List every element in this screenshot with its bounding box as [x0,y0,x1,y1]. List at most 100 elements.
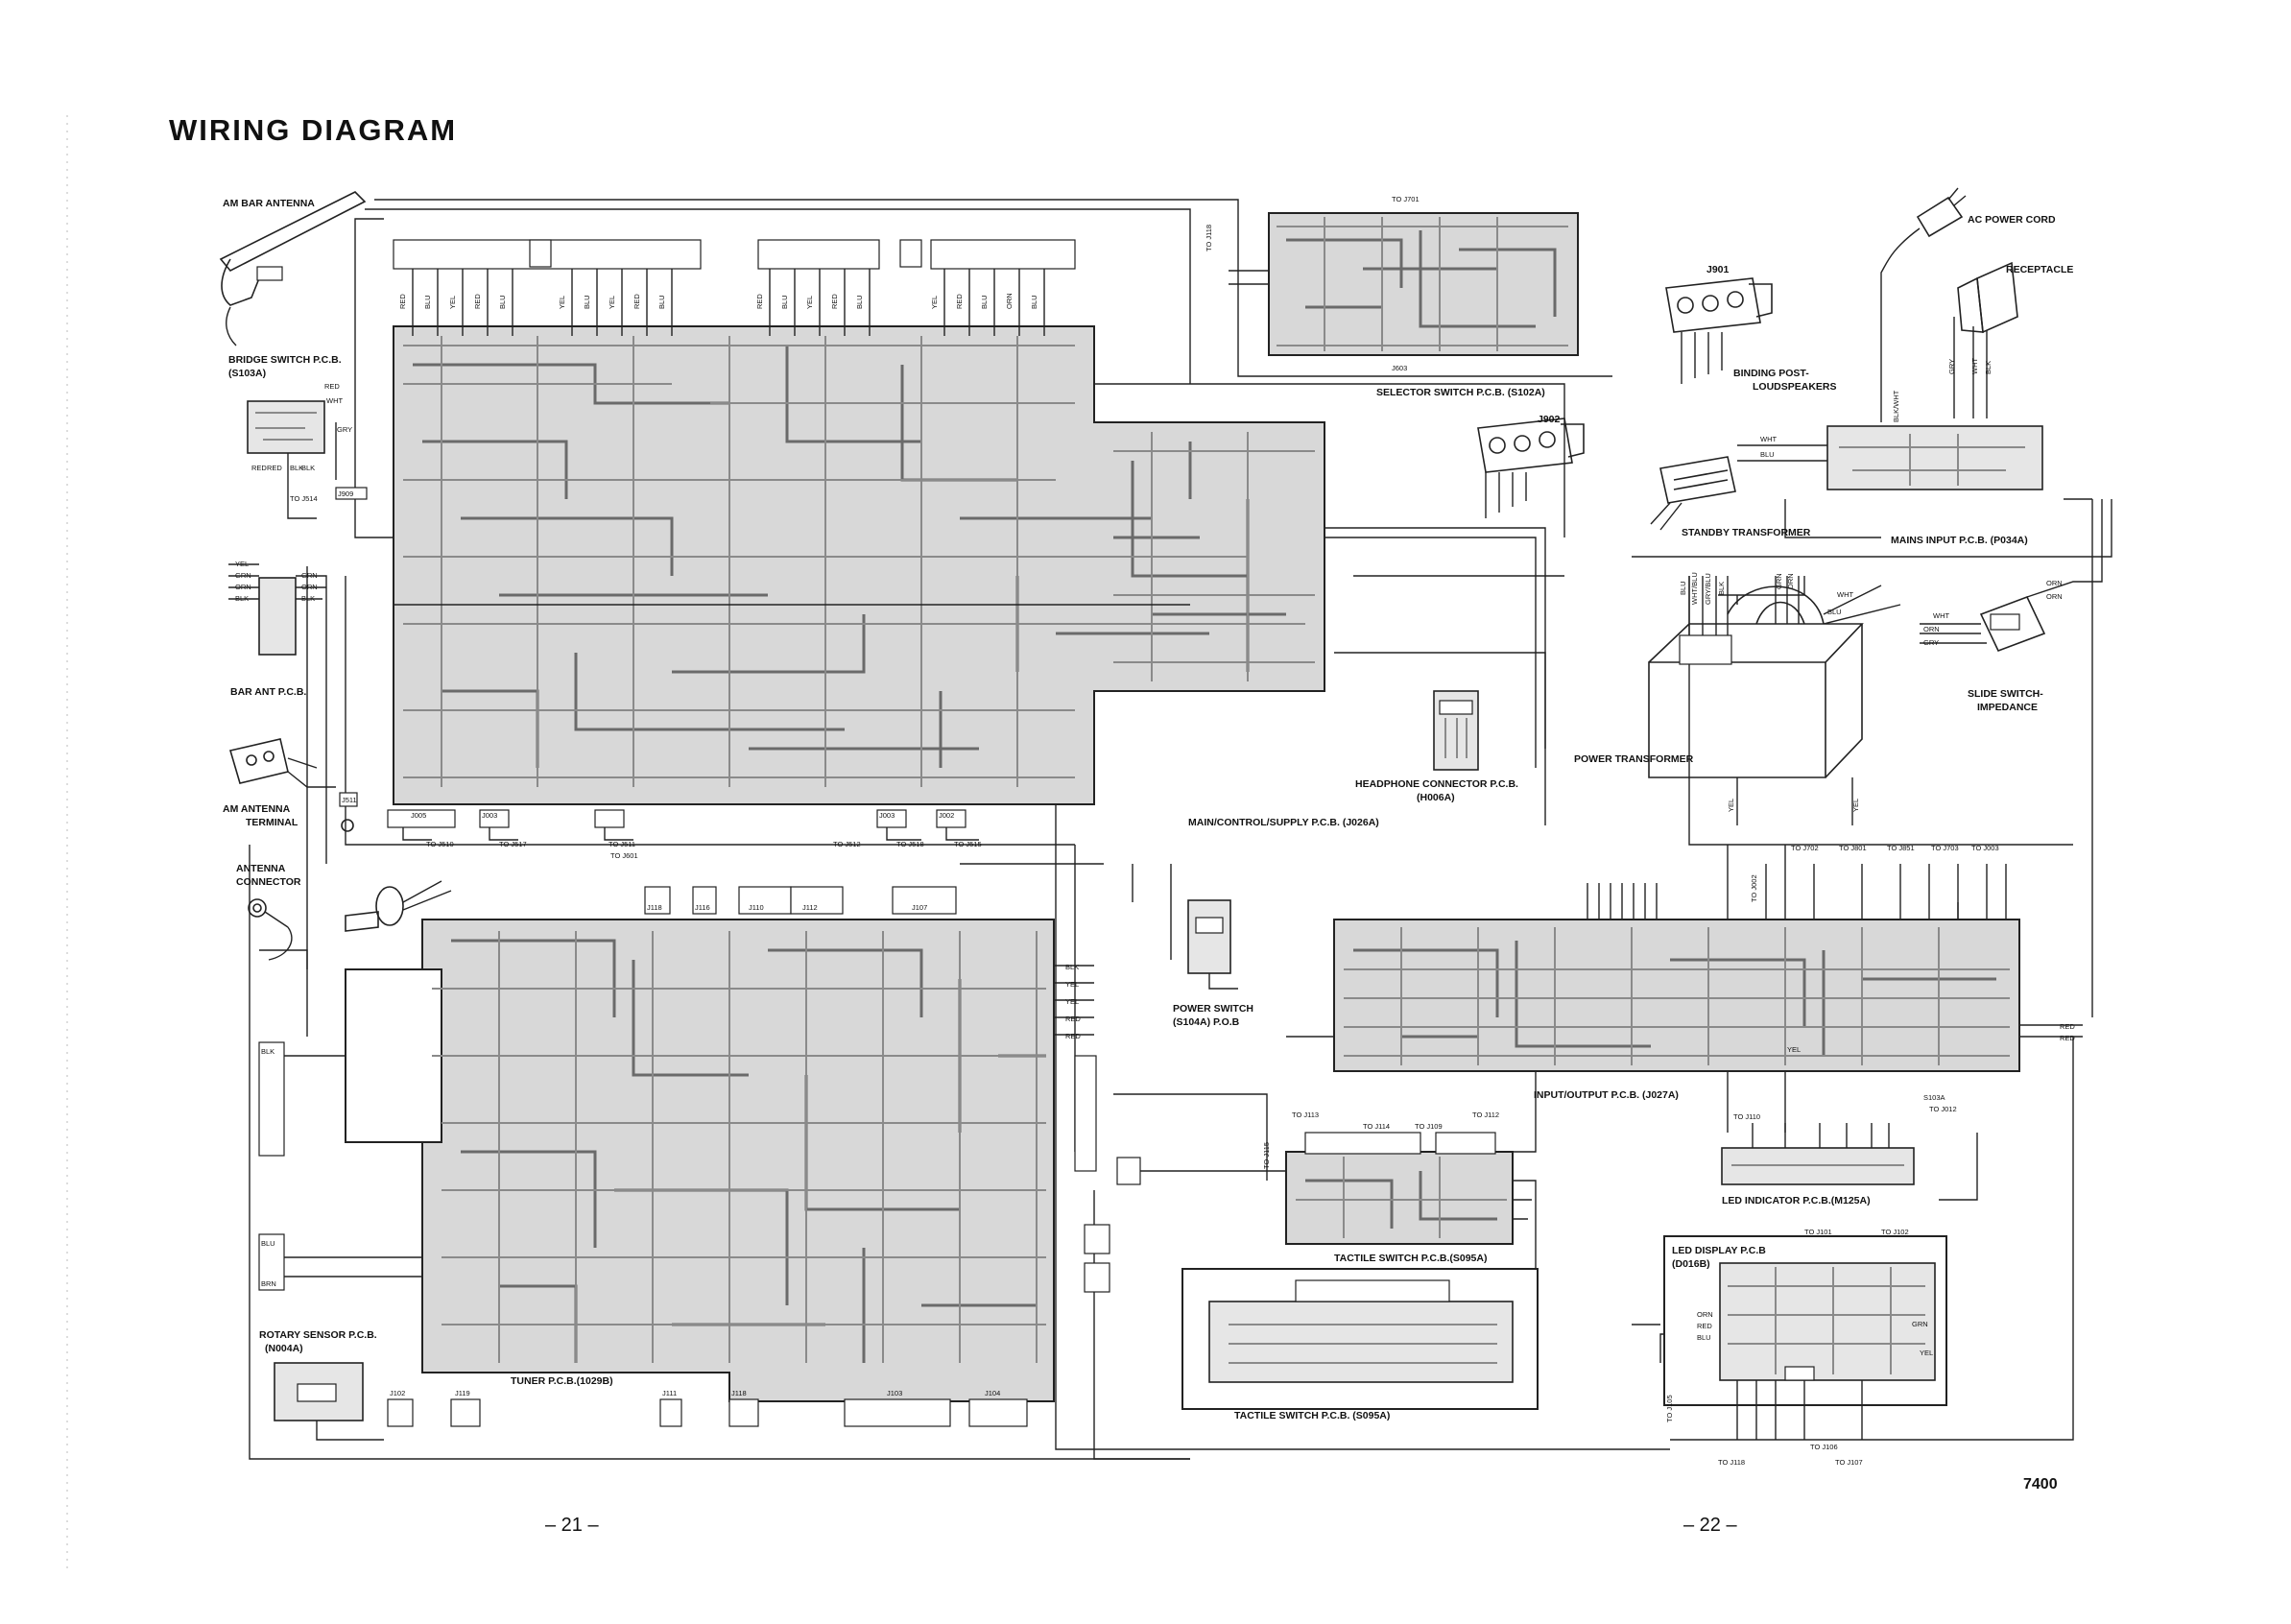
tactile-ref: TO J109 [1415,1122,1443,1131]
wire-label: RED [473,294,482,309]
led-display-ref: TO J106 [1810,1443,1838,1451]
tuner-right-wire-labels: BLK YEL YEL RED RED [1065,963,1081,1040]
tuner-conn: J104 [985,1389,1000,1397]
left-page-number: – 21 – [545,1515,599,1536]
wire-label: BRN [261,1279,276,1288]
mains-input-pcb: WHT BLU BLK/WHT GRY WHT BLK MAINS INPUT … [1737,358,2043,546]
selector-conn: J603 [1392,364,1407,372]
antenna-connector-label: ANTENNA [236,863,286,874]
wire-label: YEL [1065,980,1079,989]
wire-label: RED [324,382,340,391]
tuner-conn: J118 [731,1389,747,1397]
selector-switch-pcb: TO J701 TO J118 J603 SELECTOR SWITCH P.C… [1205,195,1579,398]
antenna-connector: ANTENNA CONNECTOR [236,863,452,961]
wire-label: RED [2060,1022,2075,1031]
main-top-left-wire-labels: RED BLU YEL RED BLU YEL BLU YEL RED BLU [398,294,666,309]
wire-label: BLU [780,295,789,309]
wire-label: WHT [326,396,343,405]
main-top-right-wire-labels: RED BLU YEL RED BLU YEL RED BLU ORN BLU [755,293,1038,309]
wire-label: BLK/WHT [1892,390,1900,422]
main-ref: TO J512 [833,840,861,848]
led-indicator-label: LED INDICATOR P.C.B.(M125A) [1722,1195,1871,1206]
wire-label: YEL [1727,799,1735,812]
right-page-number: – 22 – [1683,1515,1737,1536]
tuner-conn: J116 [695,903,710,912]
wire-label: BLU [855,295,864,309]
binding-post-j901: J901 BINDING POST- LOUDSPEAKERS [1665,264,1837,393]
ac-power-cord-label: AC POWER CORD [1968,214,2056,226]
wire-label: RED [1065,1032,1081,1040]
tuner-conn: J103 [887,1389,902,1397]
ac-power-cord: AC POWER CORD [1880,187,2056,422]
wire-label: ORN [1005,293,1014,309]
tuner-conn: J107 [912,903,927,912]
wire-label: GRY/BLU [1704,573,1712,605]
power-switch-label: POWER SWITCH [1173,1003,1253,1015]
led-display-ref: TO J101 [1804,1228,1832,1236]
wire-label: YEL [805,296,814,309]
io-ref: TO J003 [1971,844,1999,852]
io-ref: TO J703 [1931,844,1959,852]
wire-label: BLU [1760,450,1775,459]
main-ref: TO J510 [426,840,454,848]
wire-label: YEL [558,296,566,309]
bridge-wire-labels: RED WHT GRY RED RED BLK BLK [251,382,352,472]
wire-label: WHT [1970,358,1979,374]
selector-ref: TO J118 [1205,225,1213,251]
io-ref: TO J702 [1791,844,1819,852]
input-output-pcb: TO J702 TO J801 TO J851 TO J703 TO J003 … [1333,844,2083,1101]
antenna-connector-sub: CONNECTOR [236,876,301,888]
wire-label: BLU [261,1239,275,1248]
headphone-label: HEADPHONE CONNECTOR P.C.B. [1355,778,1518,790]
rotary-sensor-label: ROTARY SENSOR P.C.B. [259,1329,377,1341]
wire-label: YEL [1065,997,1079,1006]
wire-label: ORN [1786,573,1795,589]
wire-label: BLU [1030,295,1038,309]
power-switch-code: (S104A) P.O.B [1173,1016,1240,1028]
bridge-switch-code: (S103A) [228,368,266,379]
j902-label: J902 [1538,414,1561,425]
bar-ant-pcb: YEL GRN ORN BLK GRN ORN BLK BAR ANT P.C.… [228,560,327,864]
wire-label: GRN [1775,573,1783,589]
binding-post-label: BINDING POST- [1733,368,1809,379]
wire-label: RED [755,294,764,309]
mains-input-label: MAINS INPUT P.C.B. (P034A) [1891,535,2028,546]
led-display-ref: TO J118 [1718,1458,1745,1467]
s103-ref: S103A [1923,1093,1945,1102]
slide-switch-impedance: WHT ORN GRY ORN ORN SLIDE SWITCH- IMPEDA… [1920,499,2103,713]
wire-label: BLK [1984,361,1993,374]
rotary-sensor-pcb: ROTARY SENSOR P.C.B. (N004A) [259,1329,384,1441]
standby-transformer-label: STANDBY TRANSFORMER [1682,527,1811,538]
wire-label: ORN [1923,625,1940,633]
wire-label: YEL [1787,1045,1801,1054]
wire-label: BLK [261,1047,274,1056]
led-display-label: LED DISPLAY P.C.B [1672,1245,1766,1256]
wire-label: RED [830,294,839,309]
led-display-ref: TO J102 [1881,1228,1909,1236]
wire-label: YEL [448,296,457,309]
wire-label: YEL [930,296,939,309]
am-conn: J511 [342,796,357,804]
wire-label: ORN [2046,592,2063,601]
tactile-switch-pcb-upper: TO J113 TO J114 TO J109 TO J112 TO J115 … [1262,1111,1537,1344]
tuner-conn: J119 [455,1389,470,1397]
document-number: 7400 [2023,1476,2058,1493]
headphone-connector-pcb: HEADPHONE CONNECTOR P.C.B. (H006A) [1355,690,1518,803]
wire-label: BLU [498,295,507,309]
standby-transformer: STANDBY TRANSFORMER [1650,456,1811,538]
tactile-ref: TO J112 [1472,1111,1499,1119]
tactile-ref: TO J113 [1292,1111,1319,1119]
slide-switch-sub: IMPEDANCE [1977,702,2038,713]
power-transformer-wire-labels: BLU WHT/BLU GRY/BLU BLK GRN ORN WHT BLU … [1679,572,1860,812]
j901-label: J901 [1706,264,1730,275]
wire-label: RED [632,294,641,309]
selector-ref: TO J701 [1392,195,1420,203]
receptacle-label: RECEPTACLE [2006,264,2073,275]
tactile-switch-pcb-lower: TACTILE SWITCH P.C.B. (S095A) [1181,1268,1539,1421]
wire-label: BLU [583,295,591,309]
main-ref: TO J601 [610,851,638,860]
wire-label: BLU [1827,608,1842,616]
main-ref: TO J518 [896,840,924,848]
am-antenna-terminal-label: AM ANTENNA [223,803,291,815]
